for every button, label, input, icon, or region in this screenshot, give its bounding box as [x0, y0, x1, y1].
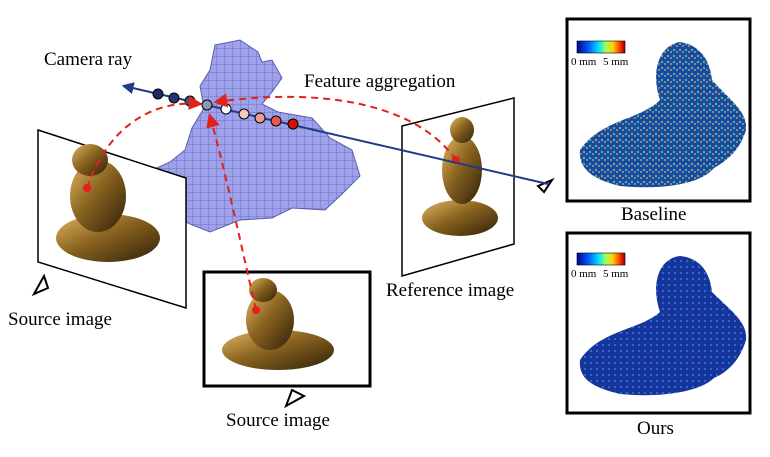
reference-statue-figure	[422, 117, 498, 236]
sample-point	[220, 103, 232, 115]
feature-arrow-bottom	[206, 113, 257, 311]
feature-arrow-left	[86, 95, 203, 189]
baseline-colorbar-max: 5 mm	[603, 56, 629, 68]
camera-ray-label: Camera ray	[44, 49, 133, 70]
feature-arrow-reference	[213, 93, 457, 161]
bottom-statue-figure	[222, 278, 334, 370]
bottom-camera-icon	[284, 388, 307, 409]
left-statue-figure	[56, 144, 160, 262]
sample-point	[254, 112, 266, 124]
reference-image-label: Reference image	[386, 280, 515, 301]
voxel-reconstruction	[147, 39, 361, 233]
feature-aggregation-label: Feature aggregation	[304, 71, 456, 92]
baseline-colorbar	[576, 40, 626, 54]
ours-error-map	[565, 231, 752, 415]
sample-point	[152, 88, 164, 100]
bottom-source-image	[202, 270, 372, 388]
sample-point	[287, 118, 299, 130]
feature-arrows	[86, 93, 457, 311]
sample-point	[201, 99, 213, 111]
left-source-image-plane	[37, 128, 187, 310]
sample-point	[270, 115, 282, 127]
ours-label: Ours	[637, 418, 674, 439]
ours-colorbar	[576, 252, 626, 266]
sample-point	[238, 108, 250, 120]
baseline-error-map	[565, 17, 752, 203]
ours-colorbar-min: 0 mm	[571, 268, 597, 280]
baseline-label: Baseline	[621, 204, 687, 225]
baseline-colorbar-min: 0 mm	[571, 56, 597, 68]
left-camera-icon	[31, 273, 50, 297]
bottom-source-image-label: Source image	[226, 410, 330, 431]
left-source-image-label: Source image	[8, 309, 112, 330]
reference-image-plane	[401, 97, 515, 277]
sample-point	[168, 92, 180, 104]
ours-colorbar-max: 5 mm	[603, 268, 629, 280]
